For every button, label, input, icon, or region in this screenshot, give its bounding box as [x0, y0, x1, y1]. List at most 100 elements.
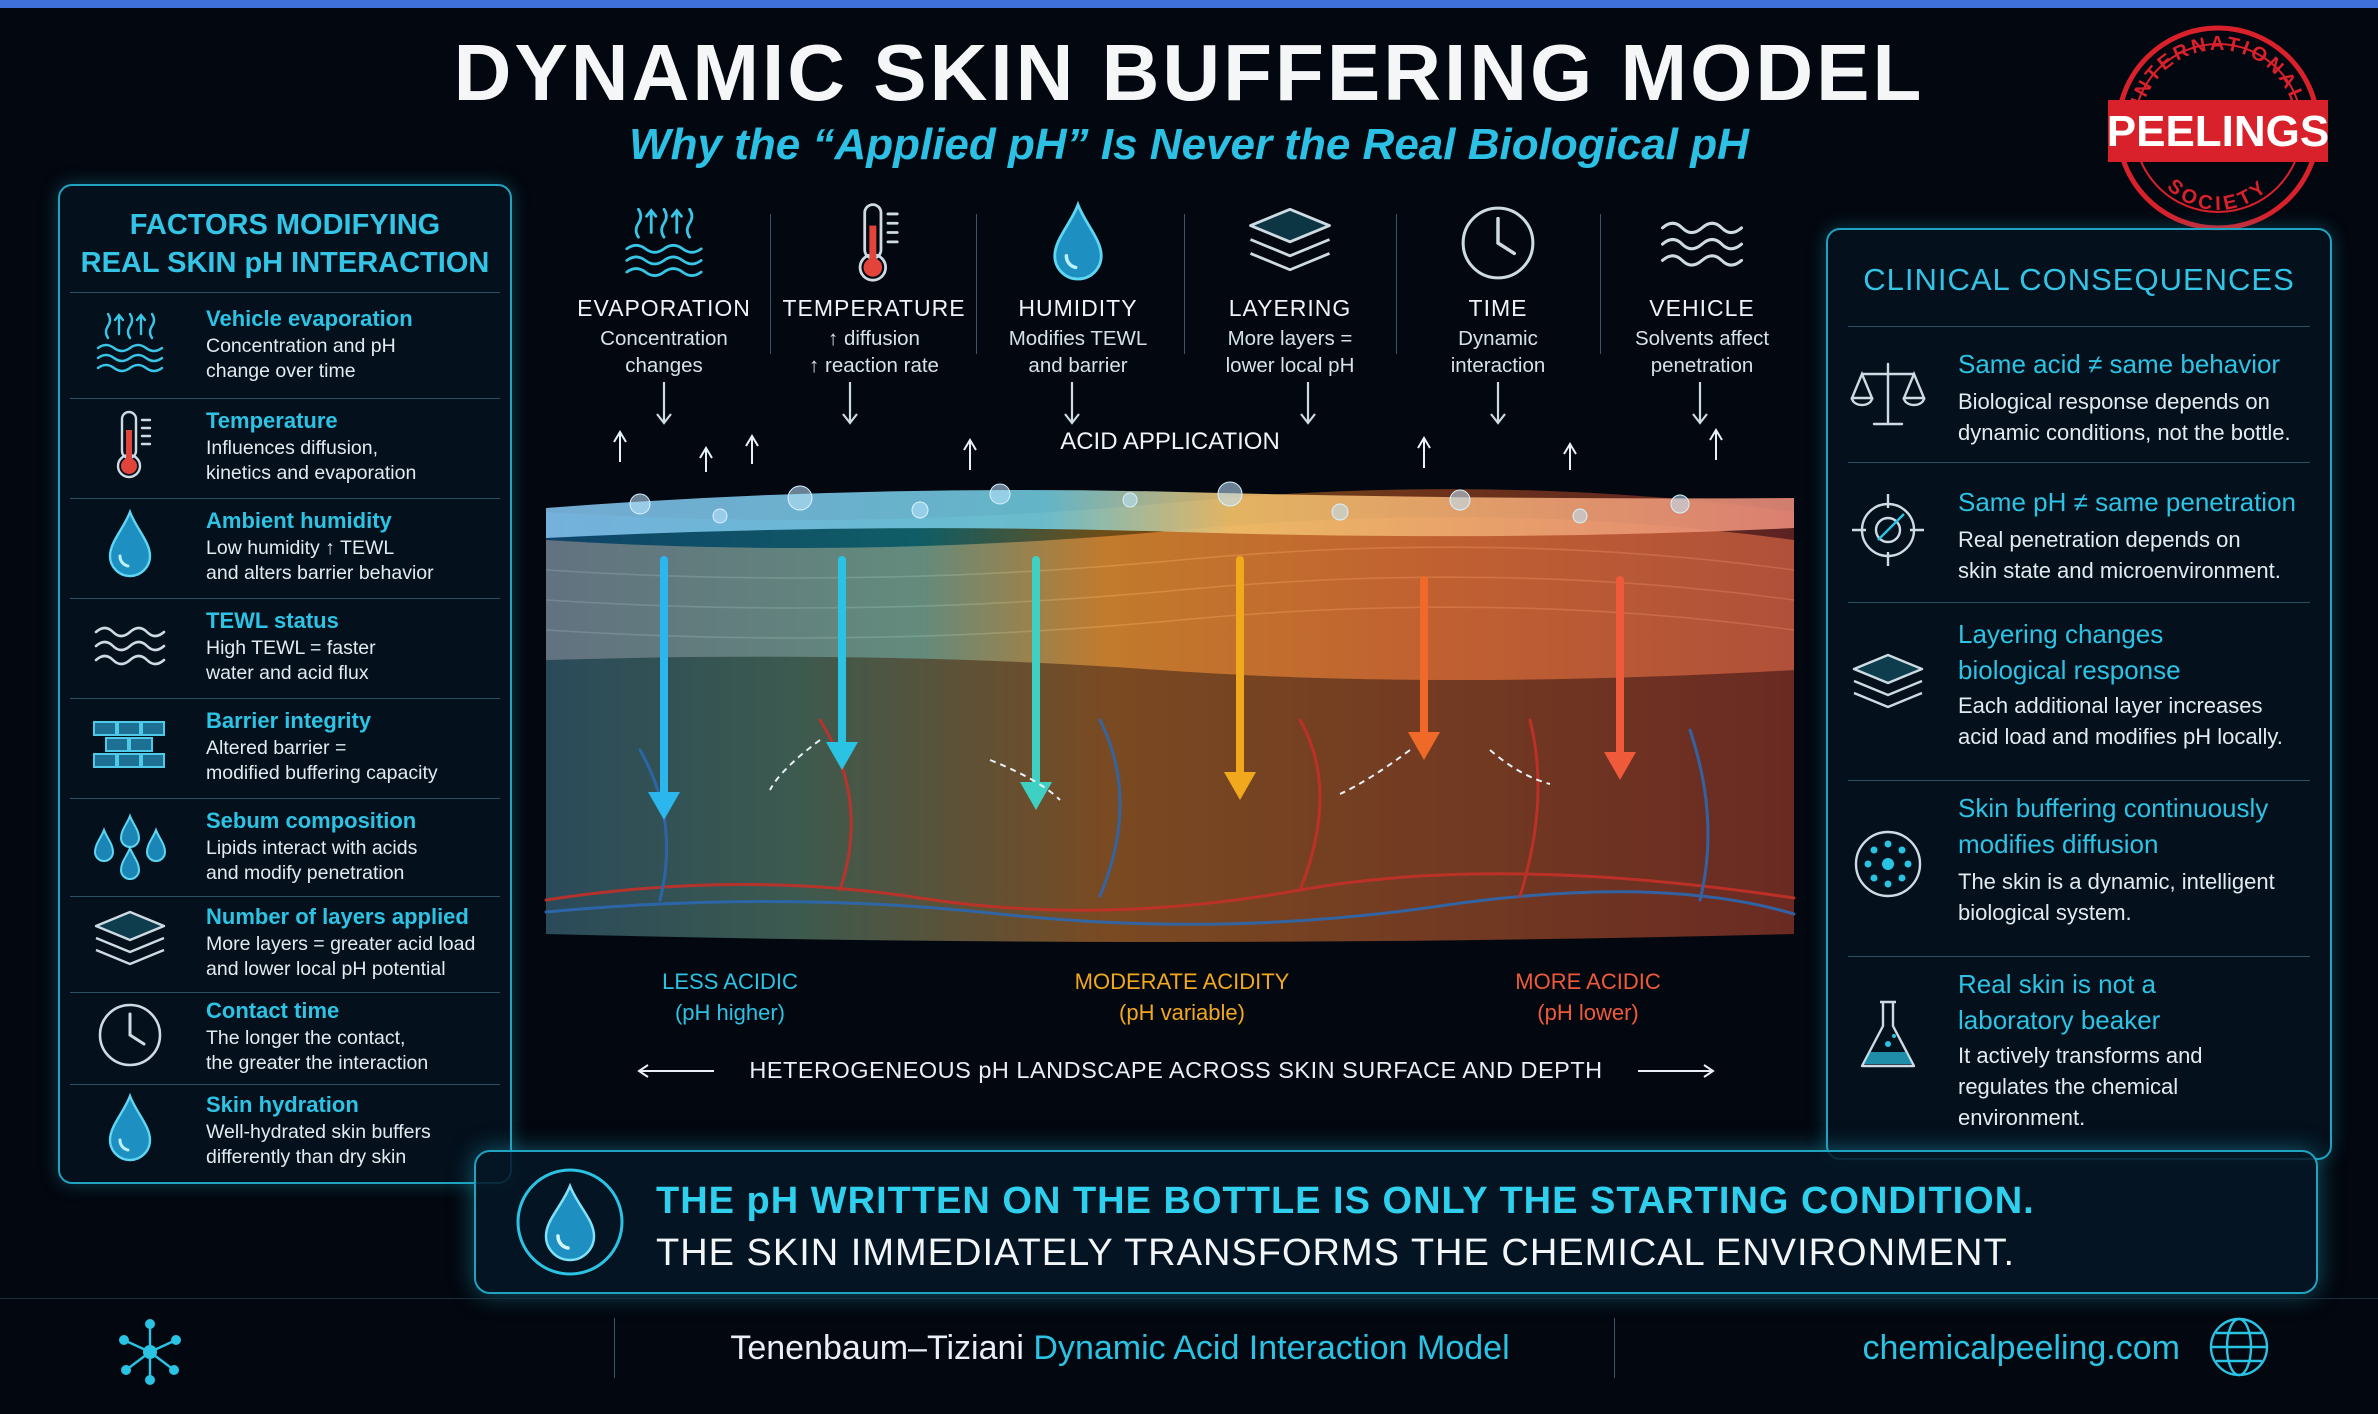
waves-icon: [1652, 200, 1752, 286]
globe-icon: [2209, 1317, 2269, 1377]
scale-icon: [1848, 354, 1928, 434]
banner-line-2: THE SKIN IMMEDIATELY TRANSFORMS THE CHEM…: [656, 1232, 2016, 1274]
factor-title: VEHICLE: [1649, 295, 1755, 321]
divider: [70, 992, 500, 993]
layers-icon: [1240, 200, 1340, 286]
evaporation-icon: [614, 200, 714, 286]
arrow-down-icon: [1490, 382, 1506, 425]
ph-landscape-caption: HETEROGENEOUS pH LANDSCAPE ACROSS SKIN S…: [636, 1052, 1716, 1088]
zone-less-acidic: LESS ACIDIC(pH higher): [662, 969, 798, 1025]
seal-bottom-text: SOCIETY: [2163, 175, 2269, 216]
divider: [70, 398, 500, 399]
factor-title: TEMPERATURE: [782, 295, 966, 321]
seal-top-text: INTERNATIONAL: [2127, 33, 2306, 108]
factor-item-contact-time: Contact time The longer the contact,the …: [60, 988, 510, 1088]
consequence-head: Same acid ≠ same behavior: [1958, 349, 2281, 379]
droplet-icon: [90, 508, 170, 582]
key-message-banner: THE pH WRITTEN ON THE BOTTLE IS ONLY THE…: [474, 1150, 2318, 1294]
zone-more-acidic: MORE ACIDIC(pH lower): [1515, 969, 1661, 1025]
factor-item-head: Vehicle evaporation: [206, 306, 413, 331]
factor-separator: [1396, 214, 1397, 354]
factor-item-skin-hydration: Skin hydration Well-hydrated skin buffer…: [60, 1082, 510, 1182]
arrow-down-icon: [656, 382, 672, 425]
peelings-society-seal: INTERNATIONAL SOCIETY PEELINGS: [2108, 25, 2328, 231]
clock-icon: [90, 998, 170, 1072]
factor-title: TIME: [1468, 295, 1528, 321]
factor-separator: [1184, 214, 1185, 354]
footer-credit: Tenenbaum–Tiziani Dynamic Acid Interacti…: [620, 1328, 1620, 1368]
factor-item-head: Barrier integrity: [206, 708, 372, 733]
divider: [70, 498, 500, 499]
factor-item-body: The longer the contact,the greater the i…: [206, 1027, 429, 1074]
factor-item-vehicle-evaporation: Vehicle evaporation Concentration and pH…: [60, 296, 510, 396]
factor-item-head: Contact time: [206, 998, 340, 1023]
factor-item-head: Number of layers applied: [206, 904, 469, 929]
footer-website-link[interactable]: chemicalpeeling.com: [1862, 1329, 2181, 1367]
top-accent-bar: [0, 0, 2378, 8]
consequence-item-same-ph: Same pH ≠ same penetration Real penetrat…: [1828, 462, 2330, 598]
divider: [70, 798, 500, 799]
divider: [70, 292, 500, 293]
layers-icon: [90, 904, 170, 978]
acid-application-label: ACID APPLICATION: [1060, 428, 1280, 455]
factor-item-body: Influences diffusion,kinetics and evapor…: [206, 437, 417, 484]
page-subtitle: Why the “Applied pH” Is Never the Real B…: [629, 120, 1749, 169]
droplets-icon: [90, 808, 170, 882]
factor-item-head: TEWL status: [206, 608, 339, 633]
clock-icon: [1448, 200, 1548, 286]
waves-icon: [90, 608, 170, 682]
consequence-item-same-acid: Same acid ≠ same behavior Biological res…: [1828, 326, 2330, 462]
divider: [1848, 956, 2310, 957]
divider: [1848, 780, 2310, 781]
factor-separator: [1600, 214, 1601, 354]
droplet-icon: [1028, 200, 1128, 286]
footer-divider: [0, 1298, 2378, 1299]
consequence-head: Same pH ≠ same penetration: [1958, 487, 2296, 517]
flask-icon: [1848, 996, 1928, 1076]
factor-title: LAYERING: [1228, 295, 1352, 321]
factor-item-temperature: Temperature Influences diffusion,kinetic…: [60, 398, 510, 498]
evaporation-icon: [90, 306, 170, 380]
clinical-consequences-title: CLINICAL CONSEQUENCES: [1863, 262, 2295, 297]
factor-title: HUMIDITY: [1018, 295, 1138, 321]
factor-item-barrier-integrity: Barrier integrity Altered barrier =modif…: [60, 698, 510, 798]
factor-item-body: Altered barrier =modified buffering capa…: [206, 737, 438, 784]
divider: [1848, 462, 2310, 463]
target-icon: [1848, 490, 1928, 570]
footer-model-name: Dynamic Acid Interaction Model: [1033, 1329, 1510, 1367]
thermometer-icon: [90, 408, 170, 482]
seal-main-text: PEELINGS: [2108, 107, 2328, 156]
factor-desc: More layers =lower local pH: [1225, 327, 1355, 377]
footer-authors: Tenenbaum–Tiziani: [730, 1329, 1024, 1367]
factor-separator: [976, 214, 977, 354]
arrow-down-icon: [842, 382, 858, 425]
factor-item-number-of-layers: Number of layers applied More layers = g…: [60, 894, 510, 994]
footer-separator: [614, 1318, 615, 1378]
factor-separator: [770, 214, 771, 354]
factor-layering: LAYERING More layers =lower local pH: [1190, 200, 1390, 379]
clinical-consequences-panel: CLINICAL CONSEQUENCES Same acid ≠ same b…: [1826, 228, 2332, 1160]
divider: [1848, 326, 2310, 327]
svg-text:INTERNATIONAL: INTERNATIONAL: [2127, 33, 2309, 108]
factors-panel-title: FACTORS MODIFYING REAL SKIN pH INTERACTI…: [60, 206, 510, 282]
factor-item-head: Temperature: [206, 408, 338, 433]
arrow-down-icon: [1300, 382, 1316, 425]
